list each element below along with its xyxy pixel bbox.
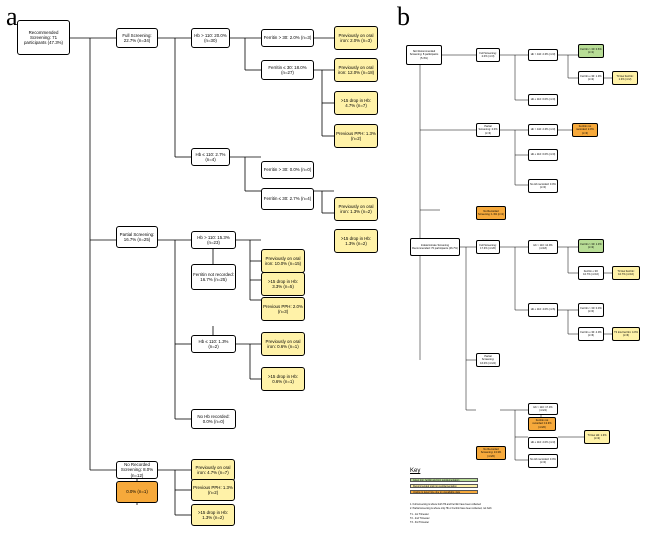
b-hb-over-110-partial-node-2: Hb > 110: 17.3% (n=24) — [528, 403, 558, 415]
hb-drop-node-a3: >15 drop in Hb: 3.3% (n=5) — [261, 272, 305, 296]
hb-under-110-partial-node: Hb ≤ 110: 1.3% (n=2) — [191, 335, 236, 353]
b-no-recorded-screening-node-2: No Recorded Screening: 13.3% (n=20) — [476, 446, 506, 460]
previous-pph-node-a1: Previous PPH: 1.3% (n=2) — [334, 124, 378, 148]
hb-drop-node-a4: >15 drop in Hb: 0.6% (n=1) — [261, 367, 305, 391]
key-note-4: T2 - 2nd Trimester — [410, 517, 430, 520]
not-recommended-screening-node: Not Recommended Screening: 8 participant… — [406, 45, 442, 65]
ferritin-over-30-node: Ferritin > 30: 2.0% (n=3) — [261, 29, 314, 47]
b-no-recorded-screening-node: No Recorded Screening: 1.3% (n=2) — [476, 206, 506, 220]
b-full-screening-node-2: Full Screening: 17.3% (n=26) — [476, 240, 500, 254]
b-no-hb-recorded-node: No Hb recorded: 0.0% (n=0) — [528, 179, 558, 193]
oral-iron-node-a4: Previously on oral iron: 10.0% (n=15) — [261, 249, 305, 273]
panel-b-label: b — [397, 2, 410, 31]
ferritin-under-30-node: Ferritin ≤ 30: 18.0% (n=27) — [261, 60, 314, 80]
key-note-3: T1 - 1st Trimester — [410, 513, 429, 516]
hb-under-110-node: Hb ≤ 110: 2.7% (n=4) — [191, 148, 230, 166]
hb-over-110-partial-node: Hb > 110: 15.3% (n=23) — [191, 231, 236, 249]
b-hb-over-110-node: Hb > 110: 2.0% (n=3) — [528, 49, 558, 61]
key-note-5: T3 - 3rd Trimester — [410, 521, 429, 524]
full-screening-node: Full Screening: 22.7% (n=34) — [116, 28, 158, 48]
b-ferritin-under-30-node-3: Ferritin ≤ 30: 4.0% (n=6) — [578, 327, 604, 341]
b-hb-under-110-node-2: Hb ≤ 110: 4.0% (n=6) — [528, 303, 558, 317]
b-t3-low-ferritin-node-3: T3 low Ferritin: 4.0% (n=6) — [612, 327, 640, 341]
oral-iron-node-a2: Previously on oral iron: 12.0% (n=18) — [334, 58, 378, 82]
b-hb-under-110-node: Hb ≤ 110: 0.0% (n=0) — [528, 94, 558, 106]
previous-pph-node-a3: Previous PPH: 1.3% (n=2) — [191, 479, 235, 501]
b-full-screening-node: Full Screening: 2.0% (n=3) — [476, 48, 500, 62]
b-partial-screening-node-2: Partial Screening: 16.0% (n=24) — [476, 353, 500, 367]
b-ferritin-over-30-node-3: Ferritin > 30: 0.0% (n=0) — [578, 303, 604, 317]
key-item-yellow: Recommended oral iron supplementation — [410, 484, 478, 488]
key-title: Key — [410, 468, 421, 474]
hb-drop-node-a5: >15 drop in Hb: 1.3% (n=2) — [191, 504, 235, 526]
previous-pph-node-a2: Previous PPH: 2.0% (n=3) — [261, 297, 305, 321]
b-ferritin-under-30-node: Ferritin ≤ 30: 1.3% (n=2) — [578, 71, 604, 85]
b-ferritin-over-30-node: Ferritin > 30: 0.6% (n=1) — [578, 44, 604, 58]
no-recorded-screening-node: No Recorded Screening: 8.0% (n=12) — [116, 461, 158, 479]
b-ferritin-under-30-node-2: Ferritin ≤ 30: 10.7% (n=16) — [578, 266, 604, 280]
b-hb-under-110-partial-node-2: Hb ≤ 110: 2.0% (n=3) — [528, 437, 558, 449]
indeterminate-screening-node: Indeterminate Screening Recommended: 70 … — [410, 238, 460, 256]
key-note-2: 2. Partial screening is where only Hb or… — [410, 507, 492, 510]
b-ferritin-over-30-node-2: Ferritin > 30: 1.3% (n=2) — [578, 239, 604, 253]
b-hb-under-110-partial-node: Hb ≤ 110: 0.0% (n=0) — [528, 149, 558, 161]
b-t3-low-ferritin-node-2: T3 low Ferritin: 10.7% (n=16) — [612, 266, 640, 280]
b-hb-over-110-partial-node: Hb > 110: 2.0% (n=3) — [528, 124, 558, 136]
b-t3-low-hb-node: T3 low Hb: 1.3% (n=2) — [584, 430, 610, 444]
oral-iron-node-a5: Previously on oral iron: 0.6% (n=1) — [261, 332, 305, 356]
hb-drop-node-a1: >15 drop in Hb: 4.7% (n=7) — [334, 91, 378, 115]
recommended-screening-node: Recommended Screening: 71 participants (… — [17, 20, 70, 55]
key-item-orange: Unable to determine due to unavailable d… — [410, 490, 478, 494]
ferritin-over-30-node-2: Ferritin > 30: 0.0% (n=0) — [261, 161, 314, 179]
oral-iron-node-a1: Previously on oral iron: 2.0% (n=3) — [334, 26, 378, 50]
ferritin-under-30-node-2: Ferritin ≤ 30: 2.7% (n=4) — [261, 188, 314, 210]
b-ferritin-not-recorded-node: Ferritin not recorded: 2.0% (n=3) — [572, 123, 598, 137]
b-t3-low-ferritin-node: T3 low Ferritin: 1.3% (n=2) — [612, 71, 638, 85]
key-note-1: 1. Full screening is where both Hb and F… — [410, 503, 481, 506]
ferritin-not-recorded-node: Ferritin not recorded: 16.7% (n=25) — [191, 264, 236, 290]
partial-screening-node: Partial Screening: 16.7% (n=25) — [116, 226, 158, 248]
undetermined-node-a: 0.0% (n=1) — [116, 481, 158, 503]
b-partial-screening-node: Partial Screening: 2.0% (n=3) — [476, 123, 500, 137]
b-ferritin-not-recorded-node-2: Ferritin not recorded: 13.3% (n=20) — [528, 417, 556, 431]
panel-a-label: a — [6, 2, 18, 31]
hb-drop-node-a2: >15 drop in Hb: 1.3% (n=2) — [334, 229, 378, 253]
oral-iron-node-a6: Previously on oral iron: 4.7% (n=7) — [191, 459, 235, 481]
oral-iron-node-a3: Previously on oral iron: 1.3% (n=2) — [334, 197, 378, 221]
no-hb-recorded-node: No Hb recorded: 0.0% (n=0) — [191, 409, 236, 429]
key-item-green: Given iron, ferritin and iron supplement… — [410, 478, 478, 482]
hb-over-110-node: Hb > 110: 20.0% (n=30) — [191, 28, 230, 48]
b-no-hb-recorded-node-2: No Hb recorded: 0.0% (n=0) — [528, 454, 558, 468]
b-hb-over-110-node-2: Hb > 110: 12.0% (n=18) — [528, 240, 558, 254]
